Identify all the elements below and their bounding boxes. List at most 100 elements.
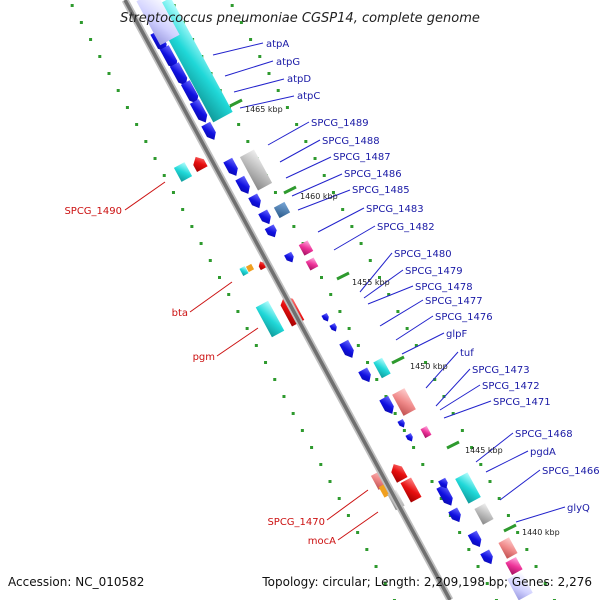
- gene-feature[interactable]: [321, 313, 330, 323]
- cds-arrow[interactable]: [339, 339, 356, 361]
- gene-feature[interactable]: [448, 507, 463, 524]
- cds-arrow[interactable]: [397, 419, 406, 429]
- gene-feature[interactable]: [273, 201, 291, 219]
- gene-feature[interactable]: [388, 461, 408, 483]
- gene-feature[interactable]: [305, 257, 319, 271]
- cds-arrow[interactable]: [180, 80, 201, 106]
- gene-feature[interactable]: [505, 556, 523, 576]
- gene-feature[interactable]: [248, 193, 263, 210]
- gene-label-SPCG_1488[interactable]: SPCG_1488: [322, 136, 380, 147]
- feature-block[interactable]: [498, 537, 518, 559]
- gene-feature[interactable]: [379, 395, 396, 417]
- feature-block[interactable]: [305, 257, 319, 271]
- gene-feature[interactable]: [455, 472, 481, 504]
- cds-arrow[interactable]: [258, 209, 273, 226]
- gene-feature[interactable]: [358, 367, 373, 384]
- gene-feature[interactable]: [329, 323, 338, 333]
- cds-arrow[interactable]: [379, 395, 396, 417]
- gene-label-atpA[interactable]: atpA: [266, 39, 289, 50]
- gene-label-SPCG_1483[interactable]: SPCG_1483: [366, 204, 424, 215]
- gene-label-glpF[interactable]: glpF: [446, 329, 467, 340]
- gene-feature[interactable]: [284, 251, 296, 265]
- feature-block[interactable]: [392, 388, 416, 416]
- gene-label-pgdA[interactable]: pgdA: [530, 447, 556, 458]
- gene-label-bta[interactable]: bta: [172, 308, 188, 319]
- gene-feature[interactable]: [189, 99, 210, 125]
- gene-feature[interactable]: [169, 62, 190, 88]
- cds-arrow[interactable]: [438, 477, 450, 491]
- gene-feature[interactable]: [400, 477, 422, 503]
- gene-feature[interactable]: [201, 121, 218, 143]
- feature-block[interactable]: [239, 266, 249, 276]
- cds-arrow[interactable]: [248, 193, 263, 210]
- gene-label-SPCG_1478[interactable]: SPCG_1478: [415, 282, 473, 293]
- gene-label-glyQ[interactable]: glyQ: [567, 503, 590, 514]
- feature-block[interactable]: [136, 0, 180, 46]
- gene-feature[interactable]: [173, 162, 193, 182]
- cds-arrow[interactable]: [358, 367, 373, 384]
- gene-feature[interactable]: [190, 154, 208, 173]
- cds-arrow-reverse[interactable]: [190, 154, 208, 173]
- gene-feature[interactable]: [498, 537, 518, 559]
- feature-block[interactable]: [245, 263, 255, 273]
- feature-block[interactable]: [505, 556, 523, 576]
- gene-feature[interactable]: [480, 549, 495, 566]
- gene-feature[interactable]: [507, 571, 533, 600]
- gene-label-tuf[interactable]: tuf: [460, 348, 474, 359]
- feature-block[interactable]: [455, 472, 481, 504]
- feature-block[interactable]: [298, 240, 314, 256]
- gene-feature[interactable]: [339, 339, 356, 361]
- cds-arrow[interactable]: [480, 549, 495, 566]
- gene-feature[interactable]: [258, 209, 273, 226]
- gene-feature[interactable]: [239, 149, 273, 191]
- gene-label-SPCG_1479[interactable]: SPCG_1479: [405, 266, 463, 277]
- cds-arrow[interactable]: [329, 323, 338, 333]
- feature-block[interactable]: [400, 477, 422, 503]
- gene-label-SPCG_1472[interactable]: SPCG_1472: [482, 381, 540, 392]
- gene-feature[interactable]: [298, 240, 314, 256]
- cds-arrow-reverse[interactable]: [388, 461, 408, 483]
- feature-block[interactable]: [474, 503, 494, 525]
- gene-label-SPCG_1482[interactable]: SPCG_1482: [377, 222, 435, 233]
- feature-block[interactable]: [239, 149, 273, 191]
- cds-arrow[interactable]: [235, 175, 252, 197]
- gene-feature[interactable]: [392, 388, 416, 416]
- gene-feature[interactable]: [264, 224, 280, 239]
- cds-arrow[interactable]: [467, 530, 484, 550]
- cds-arrow[interactable]: [321, 313, 330, 323]
- gene-feature[interactable]: [420, 425, 432, 439]
- gene-feature[interactable]: [235, 175, 252, 197]
- gene-label-SPCG_1468[interactable]: SPCG_1468: [515, 429, 573, 440]
- cds-arrow[interactable]: [284, 251, 296, 265]
- gene-feature[interactable]: [223, 157, 240, 179]
- cds-arrow[interactable]: [201, 121, 218, 143]
- gene-label-SPCG_1480[interactable]: SPCG_1480: [394, 249, 452, 260]
- gene-label-SPCG_1476[interactable]: SPCG_1476: [435, 312, 493, 323]
- gene-label-SPCG_1487[interactable]: SPCG_1487: [333, 152, 391, 163]
- gene-label-SPCG_1490[interactable]: SPCG_1490: [64, 206, 122, 217]
- cds-arrow[interactable]: [159, 45, 180, 71]
- gene-feature[interactable]: [245, 263, 255, 273]
- gene-label-SPCG_1466[interactable]: SPCG_1466: [542, 466, 600, 477]
- feature-block[interactable]: [273, 201, 291, 219]
- gene-feature[interactable]: [405, 433, 414, 443]
- feature-block[interactable]: [173, 162, 193, 182]
- gene-label-SPCG_1470[interactable]: SPCG_1470: [267, 517, 325, 528]
- gene-feature[interactable]: [397, 419, 406, 429]
- gene-label-SPCG_1477[interactable]: SPCG_1477: [425, 296, 483, 307]
- gene-feature[interactable]: [136, 0, 180, 46]
- cds-arrow[interactable]: [189, 99, 210, 125]
- gene-feature[interactable]: [239, 266, 249, 276]
- gene-feature[interactable]: [438, 477, 450, 491]
- gene-label-SPCG_1489[interactable]: SPCG_1489: [311, 118, 369, 129]
- gene-label-SPCG_1471[interactable]: SPCG_1471: [493, 397, 551, 408]
- cds-arrow[interactable]: [448, 507, 463, 524]
- gene-label-atpG[interactable]: atpG: [276, 57, 300, 68]
- gene-label-SPCG_1485[interactable]: SPCG_1485: [352, 185, 410, 196]
- gene-feature[interactable]: [255, 300, 285, 338]
- feature-block[interactable]: [420, 425, 432, 439]
- cds-arrow[interactable]: [436, 483, 455, 508]
- gene-feature[interactable]: [467, 530, 484, 550]
- gene-feature[interactable]: [373, 357, 391, 379]
- cds-arrow[interactable]: [223, 157, 240, 179]
